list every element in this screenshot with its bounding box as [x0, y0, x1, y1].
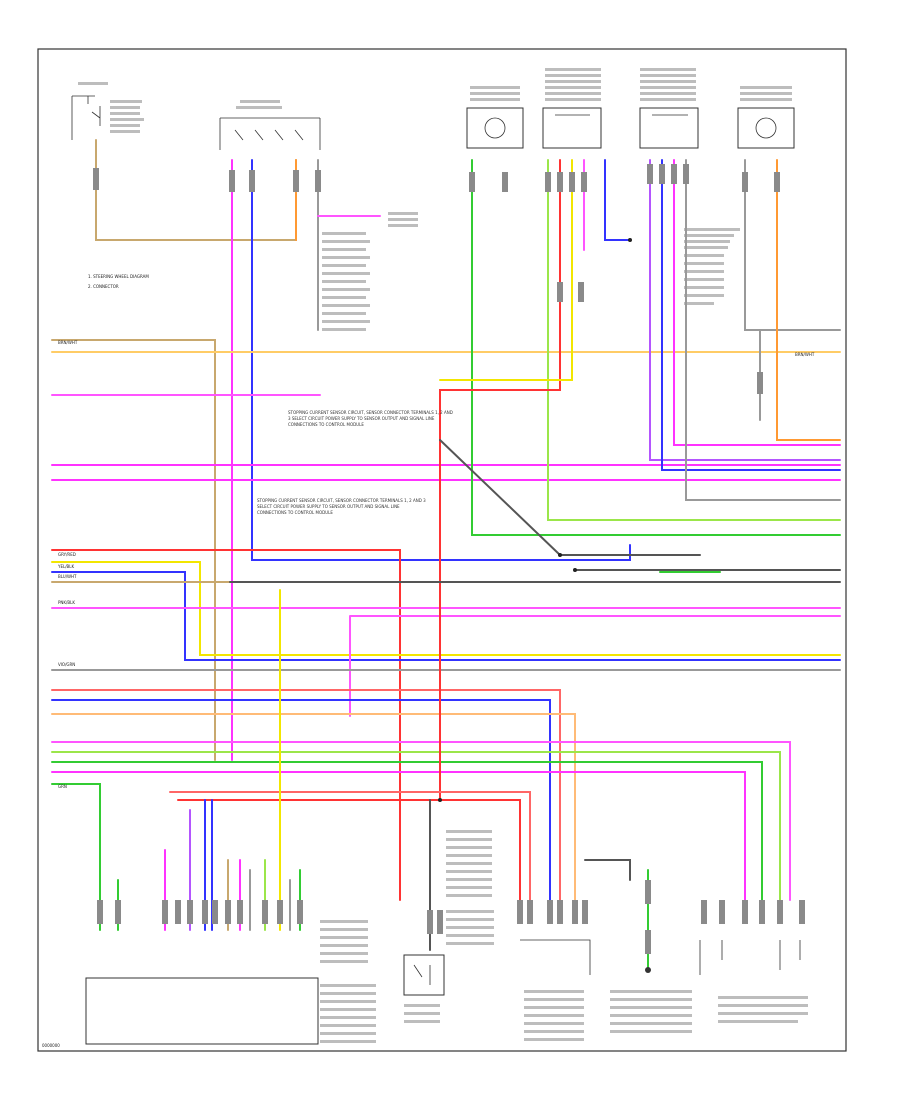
center-module-b: [639, 107, 699, 149]
ground-point: [645, 967, 651, 973]
right-rear-sensor: [737, 107, 795, 149]
fuel-pump-module: [403, 954, 445, 996]
wire-label-gry-red: GRY/RED: [58, 552, 76, 557]
note-upper-middle: STOPPING CURRENT SENSOR CIRCUIT, SENSOR …: [288, 410, 453, 427]
wire-label-pnk-blk: PNK/BLK: [58, 600, 75, 605]
wire-harness: [51, 139, 841, 971]
top-left-switch: [71, 95, 101, 140]
diagram-footer-code: 0000000: [42, 1043, 60, 1048]
left-rear-sensor: [466, 107, 524, 149]
diagram-frame: [37, 48, 847, 1052]
connector-pins: [93, 164, 805, 954]
component-label-blocks: [78, 68, 808, 1043]
splice-points: [438, 238, 632, 802]
legend-item-2: 2. CONNECTOR: [88, 284, 119, 289]
legend-item-1: 1. STEERING WHEEL DIAGRAM: [88, 274, 149, 279]
note-middle-left-text: STOPPING CURRENT SENSOR CIRCUIT, SENSOR …: [257, 498, 426, 515]
wire-label-blu-wht: BLU/WHT: [58, 574, 77, 579]
wire-label-brn-wht-left: BRN/WHT: [58, 340, 78, 345]
wire-label-brn-wht-right: BRN/WHT: [795, 352, 815, 357]
wire-label-ylw-blk: YEL/BLK: [57, 564, 75, 569]
right-bottom-sensors: [699, 940, 801, 975]
wire-label-grn: GRN: [58, 784, 67, 789]
lower-center-sensor: [520, 939, 591, 975]
note-upper-middle-text: STOPPING CURRENT SENSOR CIRCUIT, SENSOR …: [288, 410, 453, 427]
switch-module-top: [219, 117, 321, 150]
center-module-a: [542, 107, 602, 149]
bottom-control-module: [85, 977, 319, 1045]
wire-label-vio-grn: VIO/GRN: [58, 662, 75, 667]
note-middle-left: STOPPING CURRENT SENSOR CIRCUIT, SENSOR …: [257, 498, 426, 515]
